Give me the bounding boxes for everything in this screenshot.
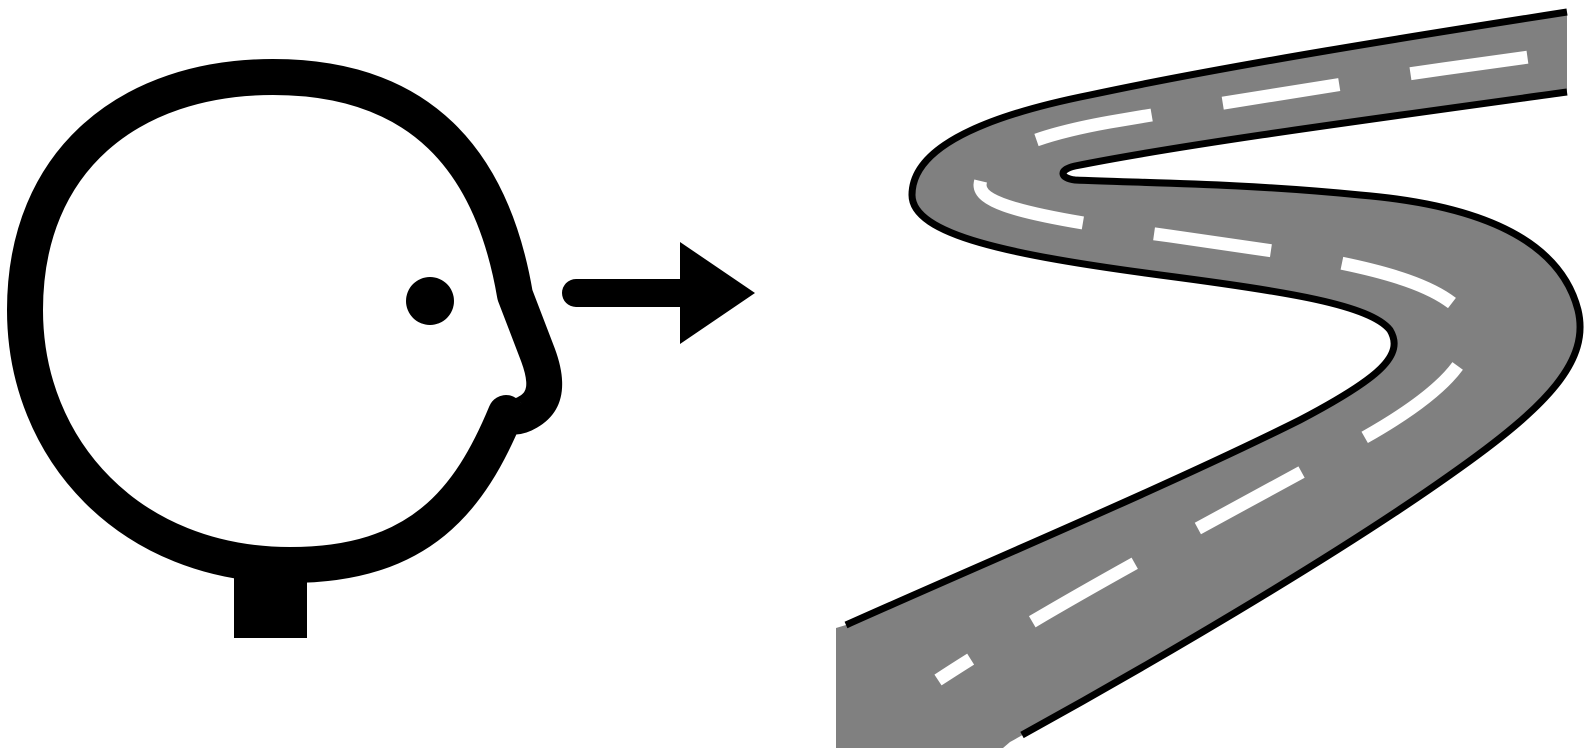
head-eye [406,277,454,325]
right-arrow-icon [576,242,755,344]
head-icon [25,77,544,638]
road-surface [836,12,1580,748]
winding-road-icon [836,12,1580,748]
arrow-head [680,242,755,344]
head-outline [25,77,544,565]
